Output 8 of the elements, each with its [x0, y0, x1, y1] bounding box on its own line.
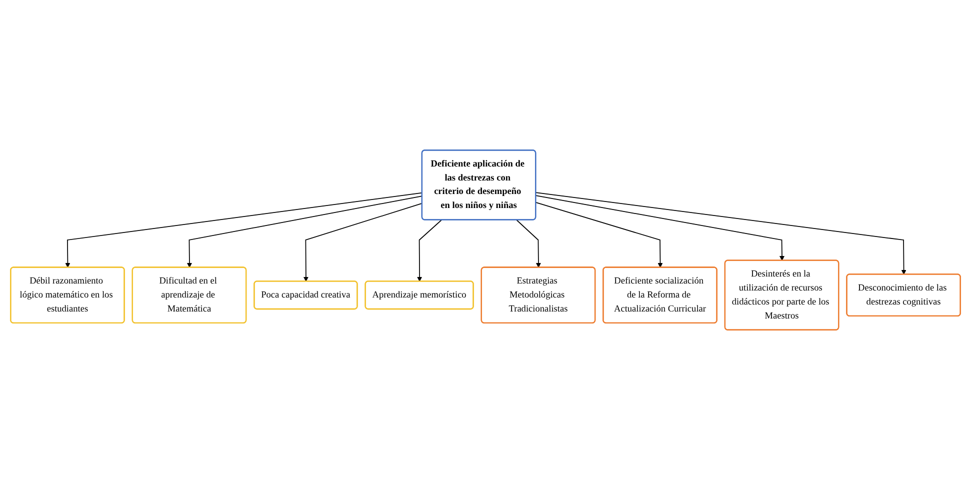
arrow	[65, 192, 423, 268]
arrow	[516, 220, 542, 268]
arrow	[535, 195, 785, 261]
arrow	[417, 220, 442, 282]
arrow	[535, 192, 906, 275]
arrow	[186, 196, 423, 268]
arrow	[535, 202, 663, 268]
arrow	[303, 202, 423, 282]
